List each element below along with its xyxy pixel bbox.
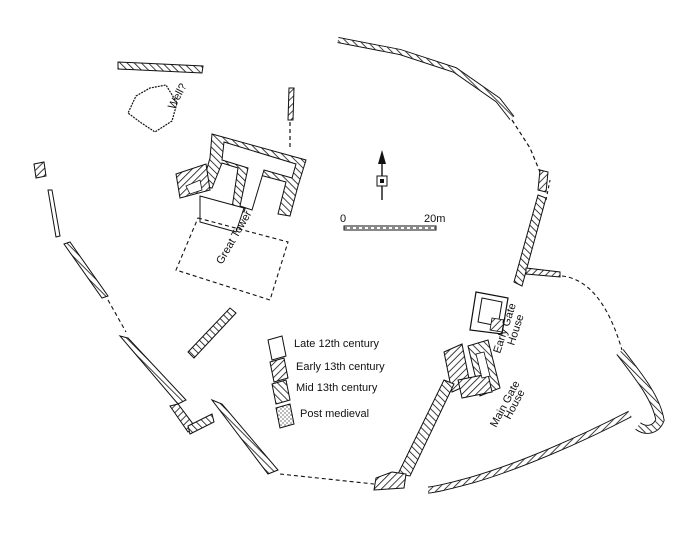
legend-swatch-blank <box>267 335 287 361</box>
north-arrow <box>376 150 388 200</box>
legend-item-mid-13th: Mid 13th century <box>271 379 378 405</box>
legend-label: Post medieval <box>300 408 369 420</box>
northeast-curtain-wall <box>337 37 549 193</box>
east-round-tower <box>616 349 665 434</box>
north-wall-segment <box>117 61 204 74</box>
east-curtain-wall <box>513 179 623 351</box>
legend-swatch-hatch-right <box>269 357 289 383</box>
legend-label: Early 13th century <box>296 361 385 373</box>
legend-label: Mid 13th century <box>296 382 378 394</box>
outer-bailey-south-wall <box>427 410 632 494</box>
south-curtain-wall <box>210 398 375 485</box>
north-wall-fragment <box>287 87 295 150</box>
legend-item-post-medieval: Post medieval <box>275 403 369 429</box>
well-outline <box>127 84 178 133</box>
southeast-curtain-wall <box>373 379 455 491</box>
legend-swatch-stipple <box>275 403 295 429</box>
legend-item-late-12th: Late 12th century <box>267 335 380 361</box>
west-curtain-wall <box>33 161 215 435</box>
scale-bar <box>343 225 437 231</box>
legend-label: Late 12th century <box>294 338 380 350</box>
scale-start-label: 0 <box>340 213 346 225</box>
legend: Late 12th century Early 13th century Mid… <box>267 335 385 429</box>
interior-wall-segment <box>187 307 237 359</box>
main-gate-house <box>443 339 501 399</box>
great-tower <box>175 133 307 301</box>
scale-end-label: 20m <box>424 213 445 225</box>
early-gate-house <box>469 291 509 335</box>
legend-item-early-13th: Early 13th century <box>269 357 385 383</box>
legend-swatch-hatch-left <box>271 379 291 405</box>
